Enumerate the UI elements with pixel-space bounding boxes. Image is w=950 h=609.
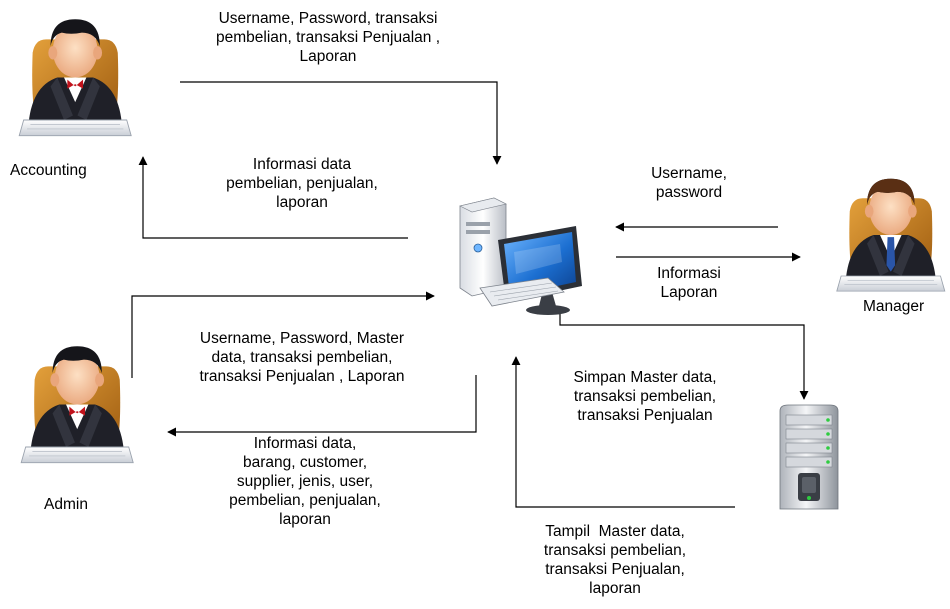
arrow-system-to-database	[559, 310, 809, 400]
arrow-admin-to-system	[131, 291, 435, 378]
arrow-accounting-to-system	[180, 81, 502, 165]
accounting-icon	[18, 18, 132, 137]
desktop-computer-icon	[459, 197, 582, 315]
arrows	[131, 81, 809, 508]
flow-label-accounting-to-system: Username, Password, transaksi pembelian,…	[215, 10, 441, 65]
flow-label-manager-to-system: Username, password	[651, 165, 727, 201]
admin-icon	[20, 345, 134, 464]
flow-label-database-to-system: Tampil Master data, transaksi pembelian,…	[543, 523, 687, 597]
flow-label-system-to-database: Simpan Master data, transaksi pembelian,…	[573, 369, 717, 424]
manager-label: Manager	[863, 298, 925, 315]
arrow-system-to-accounting	[138, 156, 408, 239]
flow-label-system-to-admin: Informasi data, barang, customer, suppli…	[229, 435, 381, 528]
arrow-system-to-admin	[167, 375, 477, 437]
manager-icon	[836, 178, 946, 292]
flow-label-admin-to-system: Username, Password, Master data, transak…	[199, 330, 405, 385]
server-icon	[779, 404, 839, 510]
admin-label: Admin	[44, 496, 88, 513]
flow-label-system-to-accounting: Informasi data pembelian, penjualan, lap…	[226, 156, 378, 211]
arrow-database-to-system	[511, 356, 735, 508]
flow-label-system-to-manager: Informasi Laporan	[657, 265, 721, 301]
accounting-label: Accounting	[10, 162, 87, 179]
